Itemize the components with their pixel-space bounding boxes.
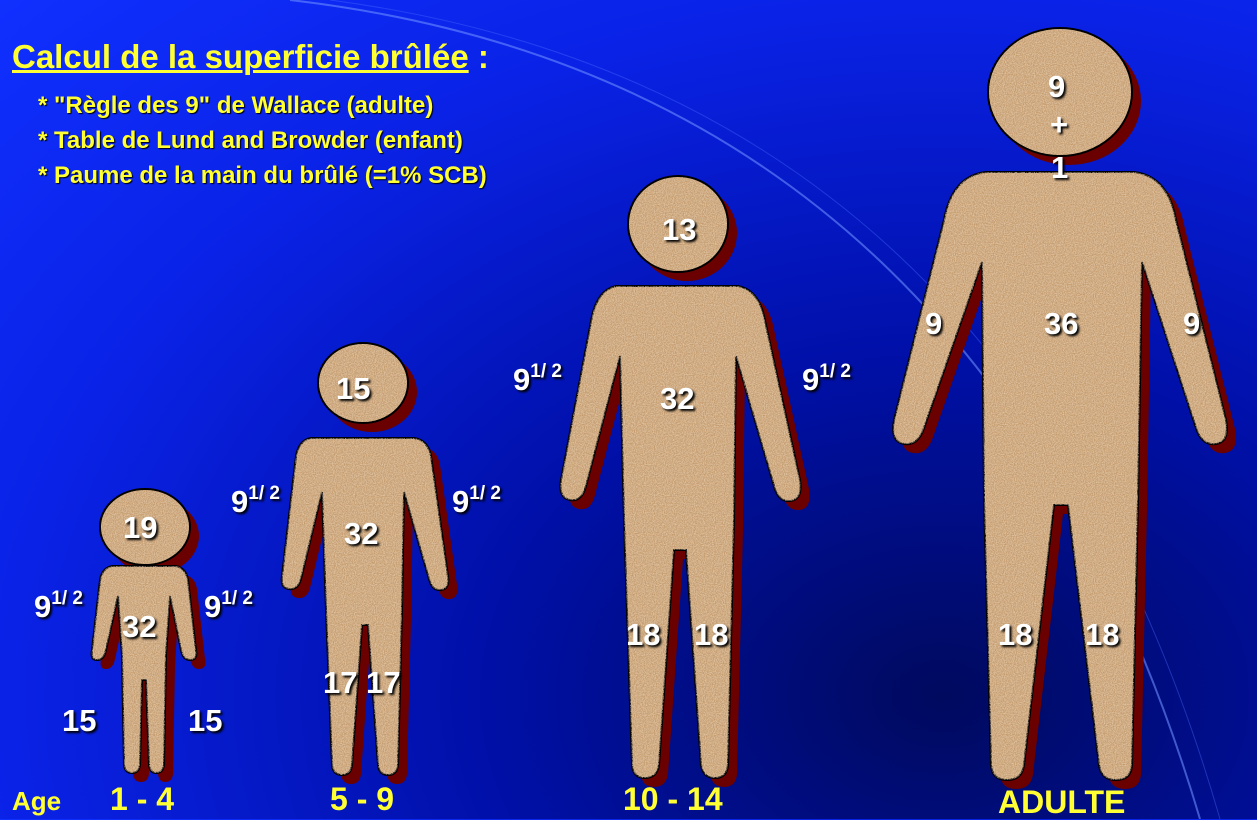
- fig2-arm-left-value: 91/ 2: [231, 486, 280, 517]
- fig2-leg-right-value: 17: [366, 667, 400, 698]
- fig3-silhouette: [560, 176, 809, 787]
- fig4-arm-right-value: 9: [1183, 308, 1200, 339]
- title-text: Calcul de la superficie brûlée: [12, 38, 469, 75]
- fig4-head-plus: +: [1050, 109, 1068, 140]
- fig3-leg-right-value: 18: [694, 619, 728, 650]
- age-fig4: ADULTE: [998, 786, 1125, 818]
- fig4-silhouette: [893, 28, 1236, 789]
- fig4-head-bottom-value: 1: [1051, 152, 1068, 183]
- fig2-leg-left-value: 17: [323, 667, 357, 698]
- fig1-arm-left-value: 91/ 2: [34, 591, 83, 622]
- title-suffix: :: [469, 38, 489, 75]
- age-fig3: 10 - 14: [623, 783, 723, 815]
- fig1-trunk-value: 32: [122, 611, 156, 642]
- fig2-trunk-value: 32: [344, 518, 378, 549]
- page-title: Calcul de la superficie brûlée :: [12, 38, 489, 76]
- fig3-leg-left-value: 18: [626, 619, 660, 650]
- fig1-arm-right-value: 91/ 2: [204, 591, 253, 622]
- fig2-silhouette: [282, 343, 458, 784]
- fig2-body-texture: [282, 438, 449, 775]
- fig1-leg-right-value: 15: [188, 705, 222, 736]
- fig4-leg-right-value: 18: [1085, 619, 1119, 650]
- fig2-head-value: 15: [336, 373, 370, 404]
- fig4-trunk-value: 36: [1044, 308, 1078, 339]
- fig3-body-texture: [560, 286, 800, 778]
- fig3-trunk-value: 32: [660, 383, 694, 414]
- fig1-head-value: 19: [123, 512, 157, 543]
- fig3-arm-right-value: 91/ 2: [802, 364, 851, 395]
- method-item-lund-browder: * Table de Lund and Browder (enfant): [38, 123, 487, 158]
- fig2-arm-right-value: 91/ 2: [452, 486, 501, 517]
- fig3-head-value: 13: [662, 214, 696, 245]
- age-label: Age: [12, 788, 61, 814]
- method-item-palm: * Paume de la main du brûlé (=1% SCB): [38, 158, 487, 193]
- fig4-leg-left-value: 18: [998, 619, 1032, 650]
- age-fig1: 1 - 4: [110, 783, 174, 815]
- fig4-head-top-value: 9: [1048, 71, 1065, 102]
- method-item-wallace: * "Règle des 9" de Wallace (adulte): [38, 88, 487, 123]
- fig3-arm-left-value: 91/ 2: [513, 364, 562, 395]
- fig4-arm-left-value: 9: [925, 308, 942, 339]
- method-list: * "Règle des 9" de Wallace (adulte) * Ta…: [38, 88, 487, 193]
- age-fig2: 5 - 9: [330, 783, 394, 815]
- fig1-leg-left-value: 15: [62, 705, 96, 736]
